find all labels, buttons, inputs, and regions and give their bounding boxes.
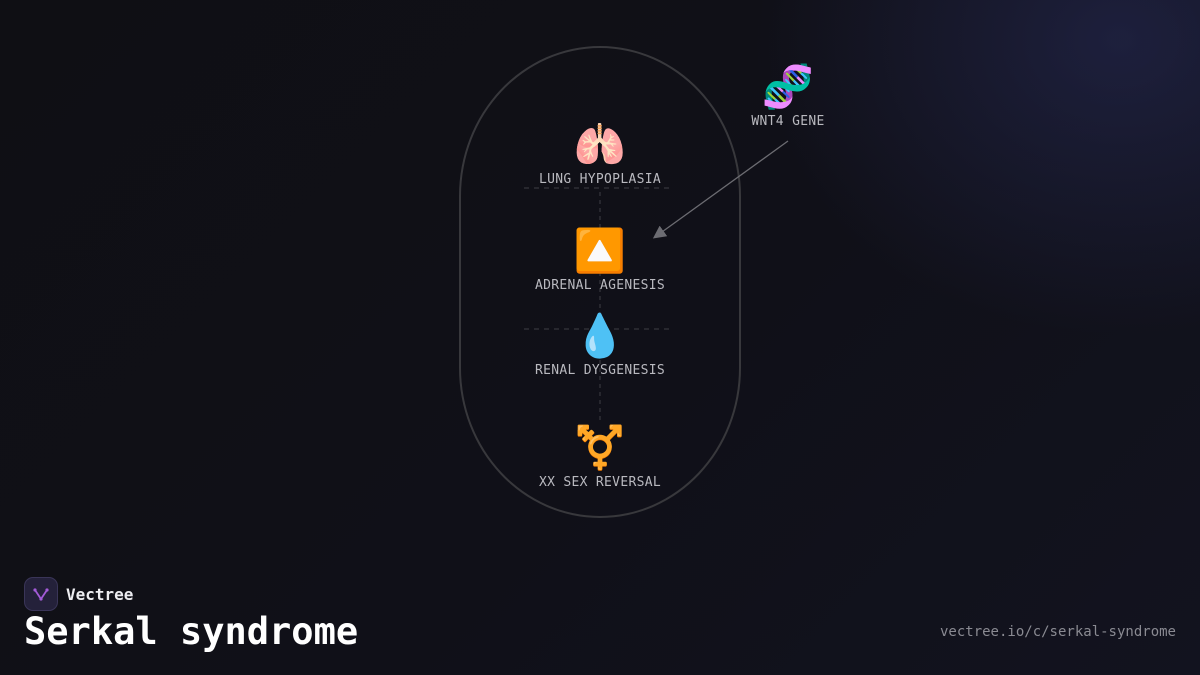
dna-icon: 🧬 — [761, 62, 815, 111]
node-label: WNT4 GENE — [751, 114, 825, 129]
node-label: ADRENAL AGENESIS — [534, 278, 666, 293]
node-label: LUNG HYPOPLASIA — [539, 172, 661, 187]
node-adrenal-agenesis: 🔼 ADRENAL AGENESIS — [535, 226, 665, 293]
node-wnt4-gene: 🧬 WNT4 GENE — [751, 62, 824, 129]
page-title: Serkal syndrome — [24, 610, 359, 653]
node-label: RENAL DYSGENESIS — [534, 363, 666, 378]
source-url[interactable]: vectree.io/c/serkal-syndrome — [939, 624, 1176, 640]
node-label: XX SEX REVERSAL — [539, 475, 661, 490]
up-arrow-icon: 🔼 — [573, 226, 627, 275]
node-lung-hypoplasia: 🫁 LUNG HYPOPLASIA — [539, 120, 661, 187]
lungs-icon: 🫁 — [573, 120, 627, 169]
droplet-icon: 💧 — [573, 311, 627, 360]
vectree-logo-icon — [24, 577, 58, 611]
symptom-group-outline — [459, 46, 741, 518]
gene-arrow — [652, 140, 789, 239]
node-renal-dysgenesis: 💧 RENAL DYSGENESIS — [535, 311, 665, 378]
brand-name: Vectree — [66, 584, 134, 604]
transgender-symbol-icon: ⚧️ — [573, 423, 627, 472]
node-xx-sex-reversal: ⚧️ XX SEX REVERSAL — [539, 423, 661, 490]
brand: Vectree — [24, 577, 133, 611]
